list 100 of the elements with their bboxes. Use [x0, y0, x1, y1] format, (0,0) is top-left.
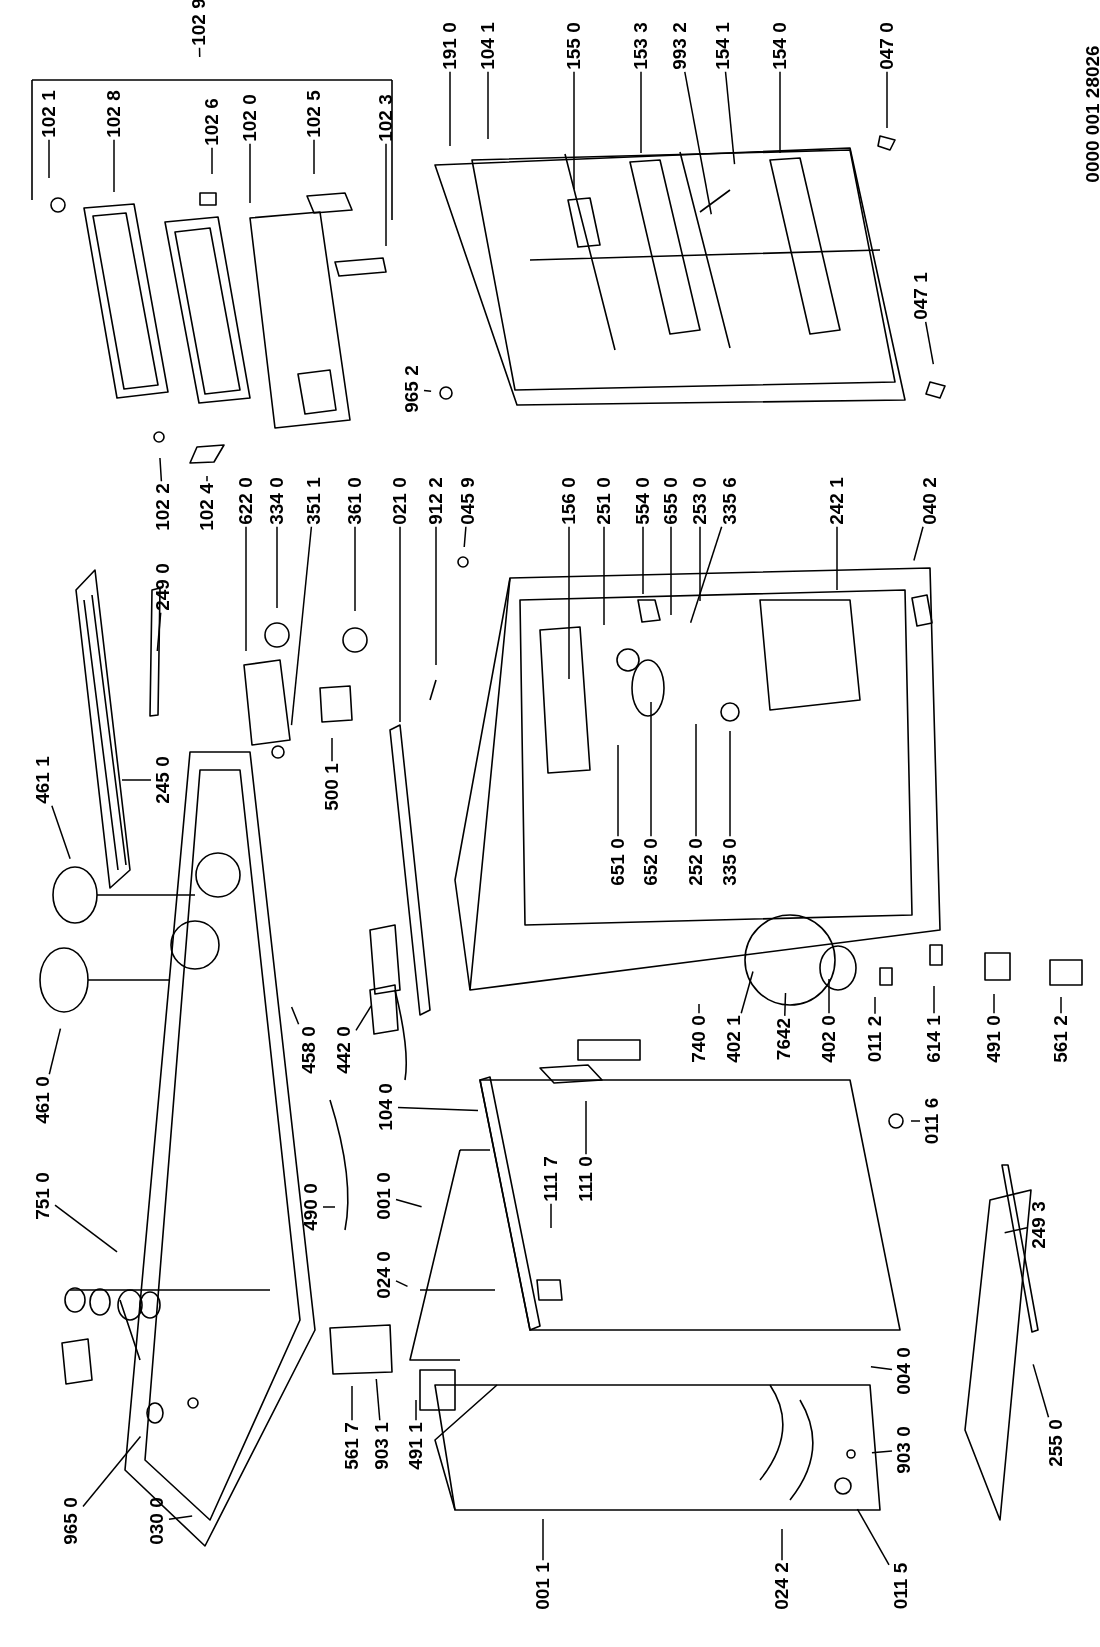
callout-number: 402 0: [819, 1015, 839, 1063]
callout-number: 655 0: [661, 477, 681, 525]
leader-line: [729, 730, 731, 837]
leader-line: [51, 805, 71, 860]
callout-number: 102 3: [376, 94, 396, 142]
callout-number: 740 0: [689, 1015, 709, 1063]
leader-line: [313, 139, 315, 175]
callout-number: 252 0: [686, 838, 706, 886]
leader-line: [779, 71, 781, 154]
leader-line: [913, 526, 924, 562]
leader-line: [568, 526, 570, 680]
leader-line: [828, 978, 830, 1014]
leader-line: [415, 1399, 417, 1421]
leader-line: [82, 1435, 142, 1508]
callout-number: 335 6: [720, 477, 740, 525]
callout-number: 652 0: [641, 838, 661, 886]
callout-number: 461 0: [33, 1076, 53, 1124]
leader-line: [290, 1006, 300, 1025]
leader-line: [836, 526, 838, 591]
callout-number: 751 0: [33, 1172, 53, 1220]
leader-line: [924, 321, 935, 365]
leader-line: [933, 985, 935, 1014]
callout-number: 993 2: [670, 22, 690, 70]
leader-line: [435, 526, 437, 666]
callout-number: 030 0: [147, 1497, 167, 1545]
leader-line: [993, 993, 995, 1014]
leader-line: [1032, 1363, 1050, 1418]
callout-number: 361 0: [345, 477, 365, 525]
leader-line: [910, 1120, 921, 1122]
leader-line: [698, 1003, 700, 1014]
leader-line: [617, 744, 619, 837]
callout-number: 912 2: [426, 477, 446, 525]
callout-number: 155 0: [564, 22, 584, 70]
callout-number: 622 0: [236, 477, 256, 525]
callout-number: 102 0: [240, 94, 260, 142]
leader-line: [573, 71, 575, 190]
leader-line: [740, 970, 754, 1014]
leader-line: [156, 612, 162, 652]
callout-number: 491 0: [984, 1015, 1004, 1063]
leader-line: [874, 996, 876, 1015]
leader-line: [113, 139, 115, 193]
callout-number: 111 7: [541, 1156, 561, 1202]
callout-number: 614 1: [924, 1015, 944, 1063]
callout-number: 491 1: [406, 1422, 426, 1470]
callout-number: 903 0: [894, 1426, 914, 1474]
leader-line: [585, 1100, 587, 1155]
callout-number: 024 0: [374, 1251, 394, 1299]
callout-number: 249 0: [153, 563, 173, 611]
callout-number: 102 4: [197, 483, 217, 531]
callout-number: 402 1: [724, 1015, 744, 1063]
callout-number: 004 0: [894, 1347, 914, 1395]
callout-number: 111 0: [576, 1156, 596, 1202]
leader-line: [640, 71, 642, 154]
leader-line: [48, 1027, 62, 1075]
callout-number: 500 1: [322, 763, 342, 811]
leader-line: [159, 457, 163, 482]
leader-line: [856, 1508, 890, 1566]
callout-number: 047 1: [911, 272, 931, 320]
leader-line: [1060, 996, 1062, 1014]
callout-number: 021 0: [390, 477, 410, 525]
leader-line: [331, 737, 333, 762]
leader-line: [1003, 1226, 1028, 1234]
leader-line: [699, 526, 701, 602]
leader-line: [689, 526, 723, 624]
callout-number: 191 0: [440, 22, 460, 70]
leader-line: [449, 71, 451, 147]
callout-number: 153 3: [631, 22, 651, 70]
callout-number: 104 0: [376, 1083, 396, 1131]
callout-number: 561 2: [1051, 1015, 1071, 1063]
leader-line: [198, 47, 201, 58]
callout-number: 154 1: [713, 22, 733, 70]
callout-number: 651 0: [608, 838, 628, 886]
leader-line: [168, 1515, 193, 1521]
leader-line: [695, 723, 697, 837]
callout-number: 102 5: [304, 90, 324, 138]
leader-line: [784, 992, 787, 1017]
callout-number: 249 3: [1029, 1201, 1049, 1249]
leader-line: [395, 1280, 409, 1288]
leader-line: [385, 143, 387, 247]
callout-number: 245 0: [153, 756, 173, 804]
leader-line: [870, 1366, 893, 1371]
leader-line: [684, 71, 712, 215]
callout-number: 045 9: [458, 477, 478, 525]
leader-line: [724, 71, 736, 165]
callout-number: 251 0: [594, 477, 614, 525]
leader-line: [276, 526, 278, 609]
callout-number: 965 2: [402, 365, 422, 413]
leader-line: [290, 526, 313, 726]
leader-line: [211, 147, 213, 175]
leader-line: [355, 1005, 372, 1032]
callout-number: 442 0: [334, 1026, 354, 1074]
drawing-number: 0000 001 28026: [1083, 45, 1100, 183]
callout-number: 001 1: [533, 1562, 553, 1610]
leader-line: [871, 1450, 893, 1454]
leader-line: [781, 1528, 783, 1561]
leader-line: [642, 526, 644, 595]
callout-number: 011 5: [891, 1562, 911, 1610]
leader-line: [48, 139, 50, 179]
leader-line: [245, 526, 247, 652]
leader-line: [322, 1206, 336, 1208]
